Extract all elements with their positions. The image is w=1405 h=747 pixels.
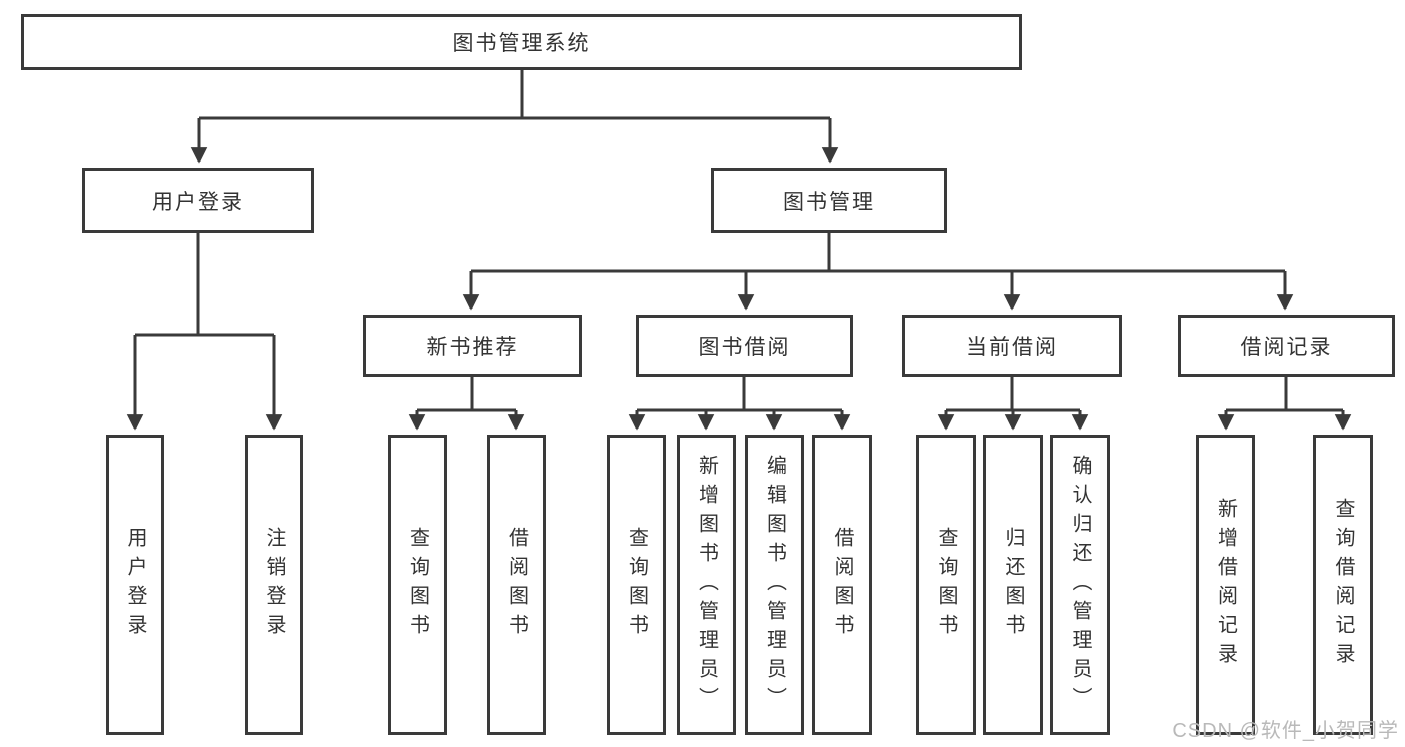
node-user-login: 用户登录 (82, 168, 314, 233)
wire-user-login-split (135, 233, 274, 337)
leaf-return-book: 归还图书 (983, 435, 1043, 735)
leaf-add-book-admin-label: 新增图书（管理员） (695, 454, 718, 716)
node-book-borrowing: 图书借阅 (636, 315, 853, 377)
wire-root-split (199, 70, 830, 120)
node-book-management-label: 图书管理 (783, 190, 875, 214)
leaf-edit-book-admin-label: 编辑图书（管理员） (763, 454, 786, 716)
leaf-user-login-label: 用户登录 (124, 527, 146, 643)
leaf-query-books-borrowing: 查询图书 (607, 435, 666, 735)
node-book-borrowing-label: 图书借阅 (698, 336, 791, 359)
leaf-query-books-current: 查询图书 (916, 435, 976, 735)
node-borrowing-records: 借阅记录 (1178, 315, 1395, 377)
node-root-label: 图书管理系统 (452, 32, 591, 55)
node-root: 图书管理系统 (21, 14, 1022, 70)
node-current-borrowing: 当前借阅 (902, 315, 1122, 377)
wire-recommend-split (417, 377, 516, 412)
wire-current-split (946, 377, 1080, 412)
leaf-query-books-recommend: 查询图书 (388, 435, 447, 735)
leaf-query-books-recommend-label: 查询图书 (406, 527, 429, 643)
leaf-edit-book-admin: 编辑图书（管理员） (745, 435, 804, 735)
leaf-query-books-borrowing-label: 查询图书 (625, 527, 648, 643)
node-current-borrowing-label: 当前借阅 (966, 336, 1058, 359)
leaf-add-borrow-record-label: 新增借阅记录 (1214, 498, 1237, 672)
leaf-query-borrow-record: 查询借阅记录 (1313, 435, 1373, 735)
leaf-logout-label: 注销登录 (263, 527, 285, 643)
wire-borrowing-split (637, 377, 842, 412)
node-user-login-label: 用户登录 (152, 190, 244, 214)
leaf-borrow-books-borrowing: 借阅图书 (812, 435, 872, 735)
leaf-query-books-current-label: 查询图书 (935, 527, 957, 643)
watermark: CSDN @软件_小贺同学 (1172, 720, 1399, 742)
wire-book-management-split (471, 233, 1285, 273)
node-new-book-recommend: 新书推荐 (363, 315, 582, 377)
leaf-query-borrow-record-label: 查询借阅记录 (1332, 498, 1354, 672)
leaf-borrow-books-recommend: 借阅图书 (487, 435, 546, 735)
node-borrowing-records-label: 借阅记录 (1240, 336, 1333, 359)
leaf-confirm-return-admin: 确认归还（管理员） (1050, 435, 1110, 735)
leaf-user-login: 用户登录 (106, 435, 164, 735)
leaf-add-book-admin: 新增图书（管理员） (677, 435, 736, 735)
node-new-book-recommend-label: 新书推荐 (426, 336, 519, 359)
leaf-add-borrow-record: 新增借阅记录 (1196, 435, 1255, 735)
leaf-logout: 注销登录 (245, 435, 303, 735)
node-book-management: 图书管理 (711, 168, 947, 233)
leaf-confirm-return-admin-label: 确认归还（管理员） (1069, 454, 1091, 716)
wire-records-split (1226, 377, 1343, 412)
leaf-return-book-label: 归还图书 (1002, 527, 1024, 643)
leaf-borrow-books-borrowing-label: 借阅图书 (831, 527, 853, 643)
leaf-borrow-books-recommend-label: 借阅图书 (505, 527, 528, 643)
